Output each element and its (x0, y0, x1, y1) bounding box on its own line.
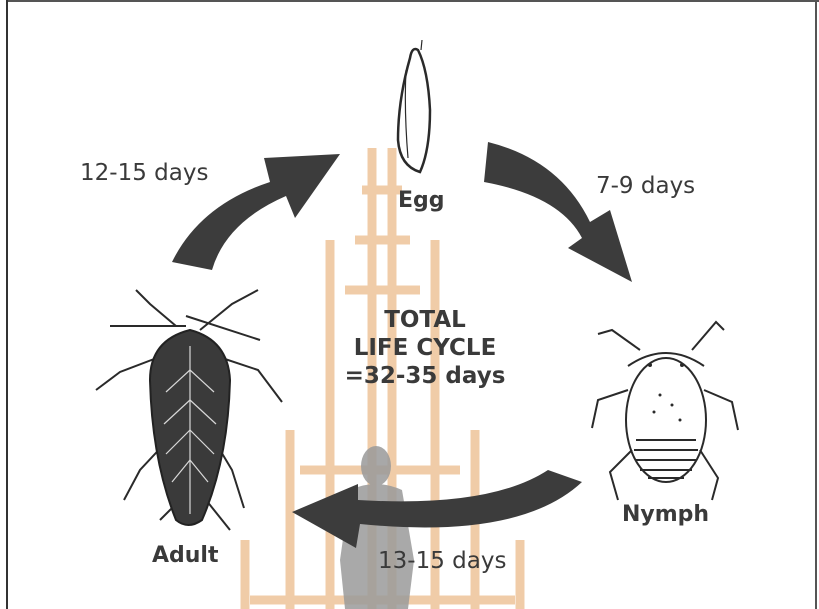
duration-egg-to-nymph: 7-9 days (596, 173, 695, 199)
total-life-cycle-text: TOTAL LIFE CYCLE =32-35 days (320, 306, 530, 390)
center-line-2: LIFE CYCLE (320, 334, 530, 362)
stage-label-adult: Adult (152, 543, 219, 568)
center-line-1: TOTAL (320, 306, 530, 334)
duration-adult-to-egg: 12-15 days (80, 160, 208, 186)
stage-label-nymph: Nymph (622, 502, 709, 527)
duration-nymph-to-adult: 13-15 days (378, 548, 506, 574)
center-line-3: =32-35 days (320, 362, 530, 390)
stage-label-egg: Egg (398, 188, 445, 213)
